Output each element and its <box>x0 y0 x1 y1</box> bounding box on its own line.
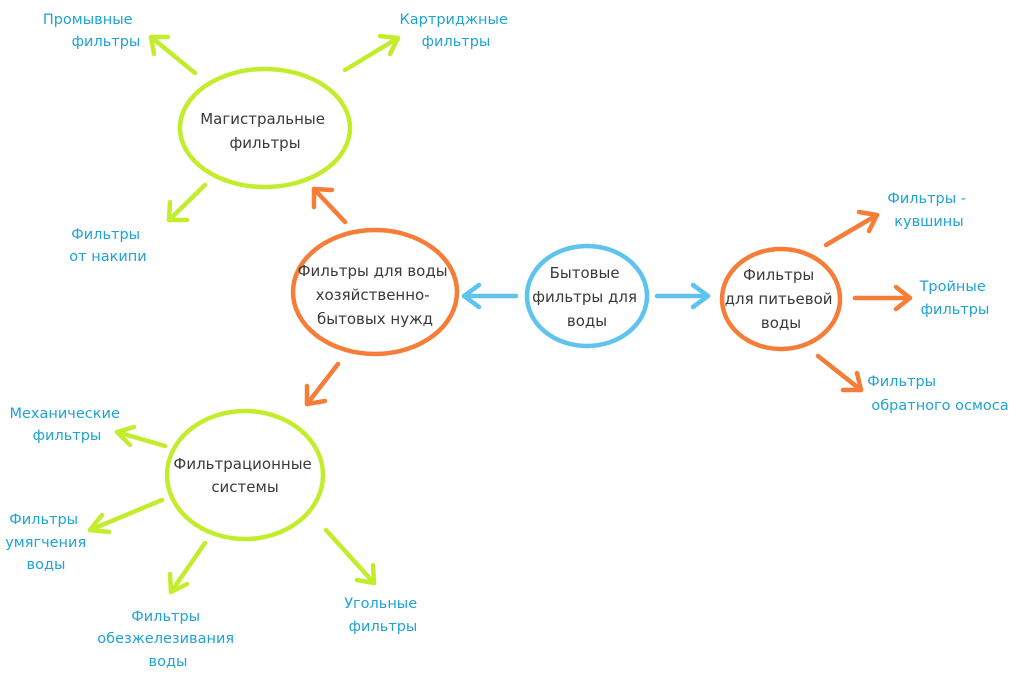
arrow-mainline-to-scale <box>166 182 208 223</box>
leaf-softening-filters: Фильтры умягчения воды <box>5 512 91 573</box>
center-node <box>524 243 650 349</box>
arrow-center-to-household <box>461 282 519 310</box>
arrow-household-to-mainline <box>311 186 348 225</box>
leaf-triple-filters: Тройные фильтры <box>919 279 991 318</box>
leaf-mechanical-filters: Механические фильтры <box>10 406 125 444</box>
arrow-center-to-drinking <box>654 282 711 310</box>
leaf-flushing-filters: Промывные фильтры <box>43 12 141 50</box>
filtration-node <box>164 408 326 542</box>
household-node-label: Фильтры для воды хозяйственно- бытовых н… <box>298 262 453 328</box>
arrow-drinking-to-pitcher <box>823 209 880 248</box>
leaf-carbon-filters: Угольные фильтры <box>344 596 422 635</box>
arrow-filtration-to-mechanical <box>114 424 168 449</box>
leaf-cartridge-filters: Картриджные фильтры <box>399 12 512 50</box>
arrow-drinking-to-triple <box>852 284 913 312</box>
arrow-filtration-to-iron <box>167 540 208 595</box>
arrow-filtration-to-softening <box>87 497 165 535</box>
arrow-drinking-to-osmosis <box>815 353 864 393</box>
leaf-iron-removal-filters: Фильтры обезжелезивания воды <box>97 609 238 670</box>
household-node <box>290 227 460 357</box>
leaf-osmosis-filters: Фильтры обратного осмоса <box>867 374 1008 414</box>
mainline-node <box>177 66 353 190</box>
leaf-scale-filters: Фильтры от накипи <box>69 227 146 265</box>
arrow-household-to-filtration <box>304 361 341 407</box>
leaf-pitcher-filters: Фильтры - кувшины <box>887 191 970 230</box>
drinking-node <box>719 246 843 352</box>
arrow-mainline-to-cartridge <box>342 33 401 73</box>
drinking-node-label: Фильтры для питьевой воды <box>725 266 838 332</box>
arrow-filtration-to-carbon <box>323 527 377 586</box>
center-node-label: Бытовые фильтры для воды <box>532 264 642 330</box>
mainline-node-label: Магистральные фильтры <box>200 110 330 152</box>
arrow-mainline-to-flushing <box>148 34 198 76</box>
filtration-node-label: Фильтрационные системы <box>173 455 316 496</box>
